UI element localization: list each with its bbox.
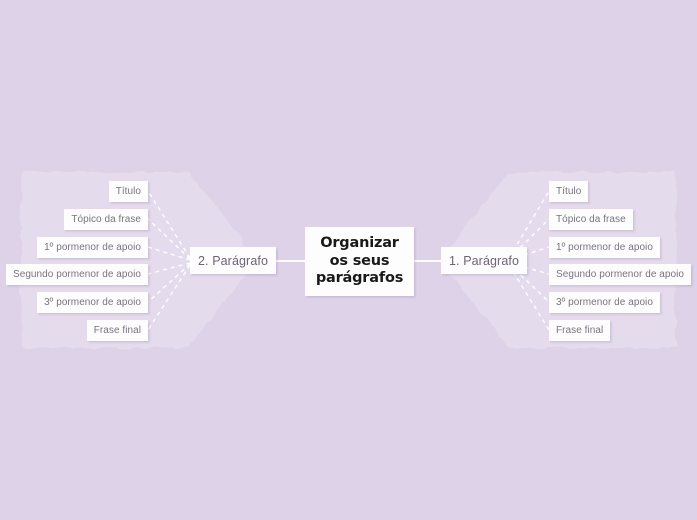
leaf-node-left-4[interactable]: Segundo pormenor de apoio — [5, 264, 148, 285]
connector-right-leaf-3 — [508, 246, 550, 261]
leaf-node-left-1-label: Título — [115, 186, 141, 197]
connector-left-leaf-5 — [147, 263, 191, 303]
leaf-node-left-6-label: Frase final — [93, 325, 141, 336]
leaf-node-left-1[interactable]: Título — [108, 181, 148, 202]
connector-left-leaf-4 — [147, 262, 191, 275]
leaf-node-right-6[interactable]: Frase final — [549, 320, 611, 341]
leaf-node-left-5[interactable]: 3º pormenor de apoio — [37, 292, 148, 313]
parent-node-left-label: 2. Parágrafo — [198, 253, 268, 268]
center-node-line-2: os seus — [329, 252, 390, 269]
leaf-node-left-6[interactable]: Frase final — [86, 320, 148, 341]
connector-right-leaf-4 — [508, 262, 550, 275]
leaf-node-right-5[interactable]: 3º pormenor de apoio — [549, 292, 660, 313]
leaf-node-right-3-label: 1º pormenor de apoio — [556, 242, 653, 253]
leaf-node-left-4-label: Segundo pormenor de apoio — [12, 269, 141, 280]
leaf-node-right-2[interactable]: Tópico da frase — [549, 209, 633, 230]
parent-node-left[interactable]: 2. Parágrafo — [190, 247, 276, 274]
leaf-node-left-3-label: 1º pormenor de apoio — [44, 242, 141, 253]
leaf-node-right-1-label: Título — [556, 186, 582, 197]
leaf-node-left-2-label: Tópico da frase — [71, 214, 141, 225]
center-node-line-1: Organizar — [320, 235, 399, 252]
leaf-node-right-5-label: 3º pormenor de apoio — [556, 297, 653, 308]
leaf-node-right-4-label: Segundo pormenor de apoio — [556, 269, 685, 280]
leaf-node-right-3[interactable]: 1º pormenor de apoio — [549, 237, 660, 258]
leaf-node-left-5-label: 3º pormenor de apoio — [44, 297, 141, 308]
parent-node-right-label: 1. Parágrafo — [449, 253, 519, 268]
leaf-node-right-2-label: Tópico da frase — [556, 214, 626, 225]
center-node-line-3: parágrafos — [315, 270, 404, 287]
connector-group-left — [147, 190, 191, 331]
center-node[interactable]: Organizar os seus parágrafos — [305, 227, 414, 296]
parent-node-right[interactable]: 1. Parágrafo — [441, 247, 527, 274]
leaf-node-right-6-label: Frase final — [556, 325, 604, 336]
connector-left-leaf-6 — [147, 264, 191, 331]
leaf-node-right-4[interactable]: Segundo pormenor de apoio — [549, 264, 692, 285]
leaf-node-left-2[interactable]: Tópico da frase — [64, 209, 148, 230]
leaf-node-left-3[interactable]: 1º pormenor de apoio — [37, 237, 148, 258]
connector-right-leaf-1 — [508, 190, 550, 259]
connector-right-leaf-6 — [508, 264, 550, 331]
connector-left-leaf-1 — [147, 190, 191, 259]
connector-left-leaf-2 — [147, 218, 191, 260]
leaf-node-right-1[interactable]: Título — [549, 181, 589, 202]
